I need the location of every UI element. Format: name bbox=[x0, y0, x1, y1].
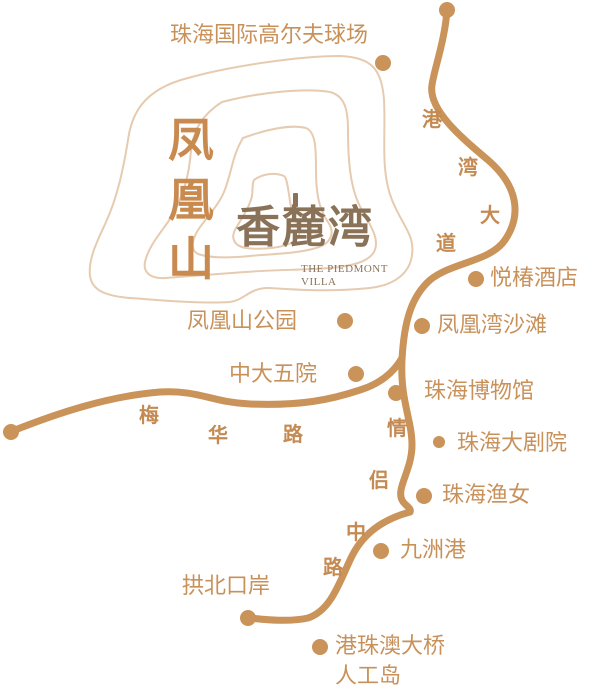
poi-label-yuechun-hotel[interactable]: 悦椿酒店 bbox=[490, 266, 579, 291]
poi-marker-golf[interactable] bbox=[375, 55, 391, 71]
road-label-gangwan: 大 bbox=[480, 203, 500, 227]
poi-label-museum[interactable]: 珠海博物馆 bbox=[424, 379, 535, 404]
road-label-gangwan: 港 bbox=[422, 107, 442, 131]
poi-label-grand-theatre[interactable]: 珠海大剧院 bbox=[457, 431, 568, 456]
road-label-meihua: 梅 bbox=[139, 403, 159, 427]
poi-label-jiuzhou-port[interactable]: 九洲港 bbox=[400, 538, 467, 563]
mountain-label-char: 凰 bbox=[168, 173, 214, 227]
road-label-gangwan: 道 bbox=[436, 231, 456, 255]
road-gangwan-avenue bbox=[397, 6, 519, 516]
poi-label-phoenix-beach[interactable]: 凤凰湾沙滩 bbox=[437, 313, 548, 338]
poi-marker-fisher-girl[interactable] bbox=[416, 488, 432, 504]
poi-label-zhongda-hospital[interactable]: 中大五院 bbox=[229, 362, 318, 387]
poi-label-hzmb-island[interactable]: 港珠澳大桥 bbox=[335, 634, 446, 659]
road-meihua bbox=[6, 354, 406, 436]
project-name[interactable]: 香麓湾 bbox=[236, 202, 374, 253]
road-endpoint-south bbox=[240, 610, 256, 626]
mountain-label-char: 凤 bbox=[168, 113, 214, 167]
project-name-en-line2: VILLA bbox=[301, 276, 337, 288]
road-label-gangwan: 湾 bbox=[458, 155, 478, 179]
road-label-qinglv: 中 bbox=[346, 520, 366, 544]
poi-marker-museum[interactable] bbox=[388, 385, 404, 401]
road-label-meihua: 华 bbox=[208, 423, 228, 447]
road-endpoint-north bbox=[439, 2, 455, 18]
poi-marker-jiuzhou-port[interactable] bbox=[373, 543, 389, 559]
road-qinglv-middle bbox=[246, 508, 414, 624]
poi-marker-zhongda-hospital[interactable] bbox=[348, 366, 364, 382]
poi-marker-grand-theatre[interactable] bbox=[433, 436, 445, 448]
poi-marker-phoenix-park[interactable] bbox=[337, 313, 353, 329]
poi-markers bbox=[312, 55, 484, 655]
road-label-qinglv: 情 bbox=[387, 416, 407, 440]
poi-label-golf[interactable]: 珠海国际高尔夫球场 bbox=[170, 23, 369, 48]
road-label-qinglv: 侣 bbox=[369, 468, 389, 492]
poi-label-fisher-girl[interactable]: 珠海渔女 bbox=[442, 483, 531, 508]
mountain-contours bbox=[88, 54, 414, 304]
road-endpoint-west bbox=[3, 424, 19, 440]
poi-marker-hzmb-island[interactable] bbox=[312, 639, 328, 655]
poi-label-phoenix-park[interactable]: 凤凰山公园 bbox=[187, 309, 298, 334]
contour-2 bbox=[143, 89, 378, 280]
brand-seal-icon bbox=[293, 193, 298, 207]
road-label-meihua: 路 bbox=[283, 422, 303, 446]
mountain-label-char: 山 bbox=[168, 232, 214, 286]
poi-marker-yuechun-hotel[interactable] bbox=[468, 271, 484, 287]
poi-marker-phoenix-beach[interactable] bbox=[414, 318, 430, 334]
project-name-en-line1: THE PIEDMONT bbox=[301, 263, 388, 275]
roads bbox=[6, 6, 519, 624]
contour-3 bbox=[191, 125, 333, 259]
contour-outer bbox=[88, 54, 414, 304]
poi-label-gongbei-port[interactable]: 拱北口岸 bbox=[182, 574, 271, 599]
contour-inner bbox=[232, 172, 301, 250]
poi-label-hzmb-island-line2[interactable]: 人工岛 bbox=[335, 664, 402, 689]
road-label-qinglv: 路 bbox=[323, 555, 343, 579]
